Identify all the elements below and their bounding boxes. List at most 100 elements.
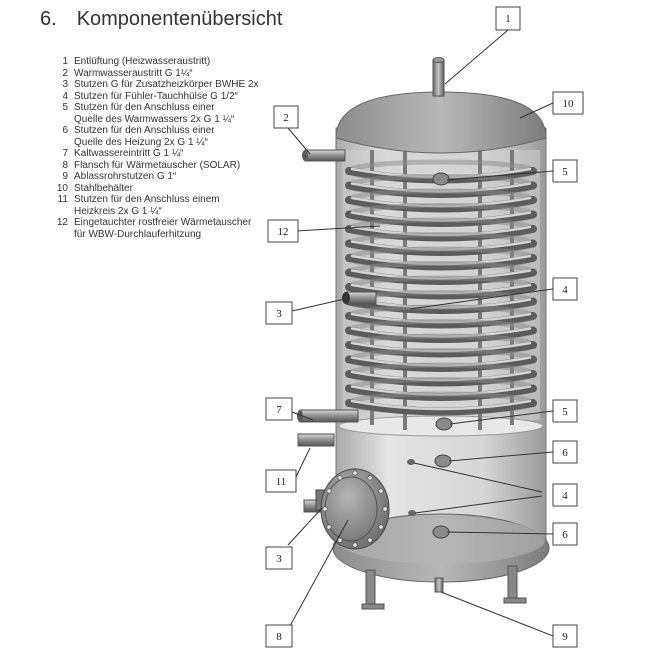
legend-text: Stutzen G für Zusatzheizkörper BWHE 2x (74, 79, 259, 90)
callout-10: 10 (552, 91, 584, 115)
leader-line (287, 507, 323, 546)
svg-text:6: 6 (562, 447, 568, 459)
coil-winding (345, 181, 537, 198)
leader-line (448, 451, 554, 462)
coil-winding (345, 254, 537, 271)
leader-line (293, 447, 311, 482)
legend-text: Stutzen für Fühler-Tauchhülse G 1/2“ (74, 90, 238, 102)
coil-winding (345, 196, 537, 213)
solar-flange (315, 468, 390, 550)
legend-text: Stutzen für den Anschluss einer Quelle d… (74, 102, 235, 125)
flange-bolt (352, 542, 358, 548)
callout-9: 9 (552, 624, 578, 648)
leader-line (446, 531, 554, 535)
flange-bolts (322, 470, 388, 548)
coil-winding (345, 297, 537, 314)
legend-text: Stutzen für den Anschluss einer Quelle d… (74, 125, 215, 148)
leader-line (295, 225, 381, 232)
svg-text:5: 5 (562, 406, 568, 418)
callout-2: 2 (273, 105, 299, 129)
callout-6: 6 (552, 440, 578, 464)
svg-text:2: 2 (283, 112, 289, 124)
callout-1: 1 (495, 6, 521, 31)
flange-bolt (326, 524, 332, 530)
tank-legs (361, 565, 527, 610)
callout-5: 5 (552, 399, 578, 423)
legend-number: 2 (62, 67, 68, 79)
callout-4: 4 (552, 277, 578, 301)
svg-text:3: 3 (276, 553, 282, 565)
flange-bolt (382, 506, 388, 512)
callout-6: 6 (552, 522, 578, 546)
coil-winding (345, 384, 537, 401)
flange-bolt (352, 470, 358, 476)
sensor-sleeve (407, 459, 415, 465)
legend-text: Kaltwassereintritt G 1 ¼“ (74, 148, 184, 159)
svg-text:11: 11 (276, 476, 287, 488)
callout-12: 12 (267, 219, 299, 243)
legend-text: Entlüftung (Heizwasseraustritt) (74, 56, 211, 67)
socket-hot-water-upper (432, 172, 450, 186)
heat-exchanger-coil (345, 159, 537, 416)
svg-text:10: 10 (563, 98, 575, 110)
flange-bolt (337, 537, 343, 543)
coil-winding (345, 268, 537, 285)
leader-line (446, 170, 554, 181)
socket-heating-lower (432, 525, 450, 539)
coil-winding (345, 399, 537, 416)
legend-number: 3 (62, 79, 68, 90)
leader-line (291, 297, 350, 312)
legend-number: 5 (62, 102, 68, 113)
callout-5: 5 (552, 159, 578, 183)
callout-3: 3 (265, 546, 293, 570)
hot-water-outlet-pipe (304, 149, 346, 162)
socket-heating-upper (434, 454, 452, 468)
coil-winding (345, 239, 537, 256)
leader-line (287, 127, 311, 155)
svg-text:3: 3 (276, 308, 282, 320)
svg-text:4: 4 (562, 284, 568, 296)
leader-line (440, 591, 554, 637)
heater-stub-upper (345, 291, 377, 305)
legend-item: 1 Entlüftung (Heizwasseraustritt) (46, 56, 276, 68)
socket-hot-water-lower (435, 417, 453, 431)
coil-winding-highlight (350, 399, 532, 411)
legend-number: 1 (62, 56, 68, 67)
coil-winding (345, 326, 537, 343)
leader-lines (287, 29, 554, 637)
tank-leg (503, 597, 527, 604)
coil-winding (345, 210, 537, 227)
flange-bolt (367, 475, 373, 481)
legend-text: Warmwasseraustritt G 1¼“ (74, 67, 193, 79)
legend-number: 10 (56, 182, 68, 194)
section-number: 6. (40, 8, 57, 30)
flange-bolt (337, 475, 343, 481)
component-legend: 1 Entlüftung (Heizwasseraustritt) 2 Warmwa… (46, 56, 276, 240)
svg-text:7: 7 (276, 404, 282, 416)
vent-pipe (432, 59, 445, 97)
leader-line (444, 29, 509, 85)
tank-top-dome (335, 91, 547, 154)
legend-item: 3 Stutzen G für Zusatzheizkörper BWHE 2x (46, 79, 276, 91)
coil-winding (345, 283, 537, 300)
flange-bolt (322, 506, 328, 512)
legend-number: 9 (62, 171, 68, 182)
svg-text:9: 9 (562, 631, 568, 643)
leader-line (409, 288, 554, 310)
heating-circuit-stub (297, 433, 335, 447)
callout-4: 4 (552, 483, 578, 507)
legend-item: 4 Stutzen für Fühler-Tauchhülse G 1/2“ (46, 91, 276, 103)
sensor-sleeve (408, 510, 416, 516)
svg-text:4: 4 (562, 490, 568, 502)
legend-text: Stahlbehälter (74, 182, 133, 194)
legend-text: Stutzen für den Anschluss einem Heizkrei… (74, 194, 220, 217)
tank-leg (507, 565, 518, 603)
leader-line (519, 102, 554, 119)
legend-number: 4 (62, 90, 68, 102)
